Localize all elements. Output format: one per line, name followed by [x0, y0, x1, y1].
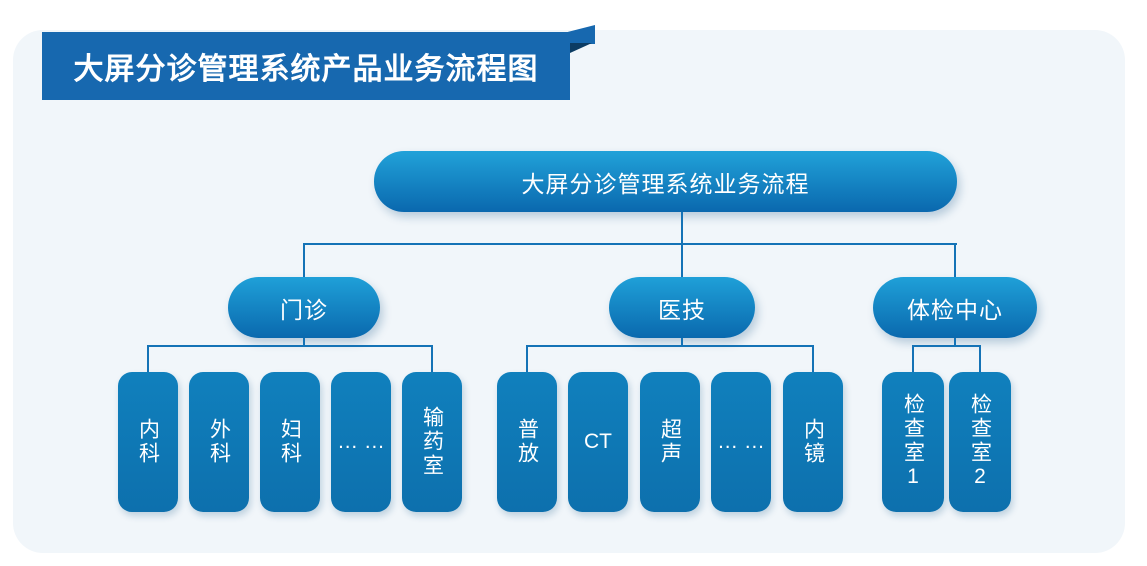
leaf-label: 内镜	[801, 418, 825, 466]
leaf-node: … …	[331, 372, 391, 512]
connector-line	[912, 345, 914, 372]
leaf-node: … …	[711, 372, 771, 512]
leaf-node: 内镜	[783, 372, 843, 512]
leaf-label: 检查室2	[968, 393, 992, 491]
leaf-node: 内科	[118, 372, 178, 512]
connector-line	[303, 338, 305, 347]
leaf-label: 输药室	[420, 406, 444, 478]
ribbon-fold-icon	[570, 43, 592, 53]
connector-line	[912, 345, 981, 347]
leaf-node: 检查室1	[882, 372, 944, 512]
leaf-node: 超声	[640, 372, 700, 512]
connector-line	[979, 345, 981, 372]
connector-line	[431, 345, 433, 372]
leaf-label: 检查室1	[901, 393, 925, 491]
connector-line	[147, 345, 433, 347]
leaf-node: 普放	[497, 372, 557, 512]
leaf-label: 妇科	[278, 418, 302, 466]
connector-line	[954, 243, 956, 277]
branch-label: 医技	[658, 296, 706, 323]
connector-line	[526, 345, 814, 347]
leaf-label: … …	[337, 430, 385, 453]
connector-line	[526, 345, 528, 372]
diagram-title: 大屏分诊管理系统产品业务流程图	[73, 53, 539, 86]
title-ribbon: 大屏分诊管理系统产品业务流程图	[42, 32, 570, 100]
branch-node-medtech: 医技	[609, 277, 755, 338]
connector-line	[303, 243, 305, 277]
leaf-node: 输药室	[402, 372, 462, 512]
ribbon-tip-shape	[568, 25, 595, 44]
connector-line	[303, 243, 957, 245]
connector-line	[681, 338, 683, 347]
branch-node-checkup-center: 体检中心	[873, 277, 1037, 338]
connector-line	[812, 345, 814, 372]
leaf-node: 检查室2	[949, 372, 1011, 512]
leaf-node: CT	[568, 372, 628, 512]
branch-node-outpatient: 门诊	[228, 277, 380, 338]
root-node-label: 大屏分诊管理系统业务流程	[521, 170, 810, 197]
leaf-node: 妇科	[260, 372, 320, 512]
leaf-label: 普放	[515, 418, 539, 466]
leaf-label: 外科	[207, 418, 231, 466]
leaf-node: 外科	[189, 372, 249, 512]
connector-line	[147, 345, 149, 372]
leaf-label: CT	[584, 430, 612, 453]
leaf-label: 超声	[658, 418, 682, 466]
branch-label: 门诊	[280, 296, 328, 323]
leaf-label: 内科	[136, 418, 160, 466]
root-node: 大屏分诊管理系统业务流程	[374, 151, 957, 212]
branch-label: 体检中心	[907, 296, 1003, 323]
connector-line	[681, 212, 683, 244]
connector-line	[681, 243, 683, 277]
connector-line	[954, 338, 956, 347]
leaf-label: … …	[717, 430, 765, 453]
